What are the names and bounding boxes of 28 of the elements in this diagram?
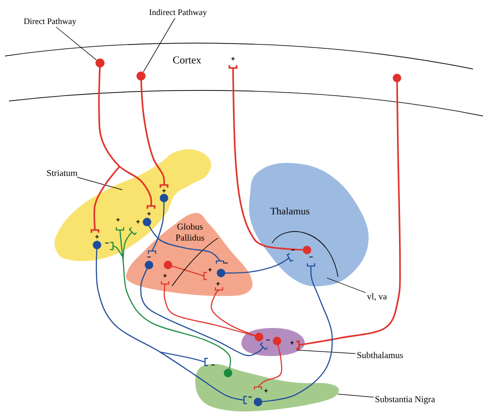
region-label: Striatum [47, 170, 78, 176]
leader-line [296, 350, 356, 354]
brain-region [241, 328, 305, 356]
leader-line [337, 394, 374, 398]
region-label: Subthalamus [357, 352, 403, 358]
region-label: Cortex [173, 56, 202, 64]
leader-line [143, 18, 176, 72]
pathway-label: Indirect Pathway [149, 9, 207, 17]
leader-line [56, 26, 97, 60]
leader-line [326, 278, 366, 294]
nerve-fiber [90, 58, 156, 234]
nerve-fiber [228, 64, 312, 254]
nerve-fiber [216, 252, 294, 278]
nerve-fiber [136, 72, 168, 189]
nerve-fiber [210, 286, 264, 342]
leader-line [76, 176, 123, 190]
nerve-fiber [142, 218, 224, 264]
region-label: Substantia Nigra [375, 396, 435, 404]
nerve-fiber [110, 226, 232, 378]
nerve-fiber [254, 336, 282, 390]
nerve-fiber [295, 74, 402, 350]
nerve-fiber [92, 240, 248, 404]
pathway-label: Direct Pathway [24, 18, 76, 26]
brain-region [195, 364, 339, 412]
nerve-fiber [254, 262, 333, 406]
nerve-fiber [140, 260, 268, 356]
nerve-fiber [148, 194, 168, 254]
region-label: vl, va [367, 293, 387, 301]
